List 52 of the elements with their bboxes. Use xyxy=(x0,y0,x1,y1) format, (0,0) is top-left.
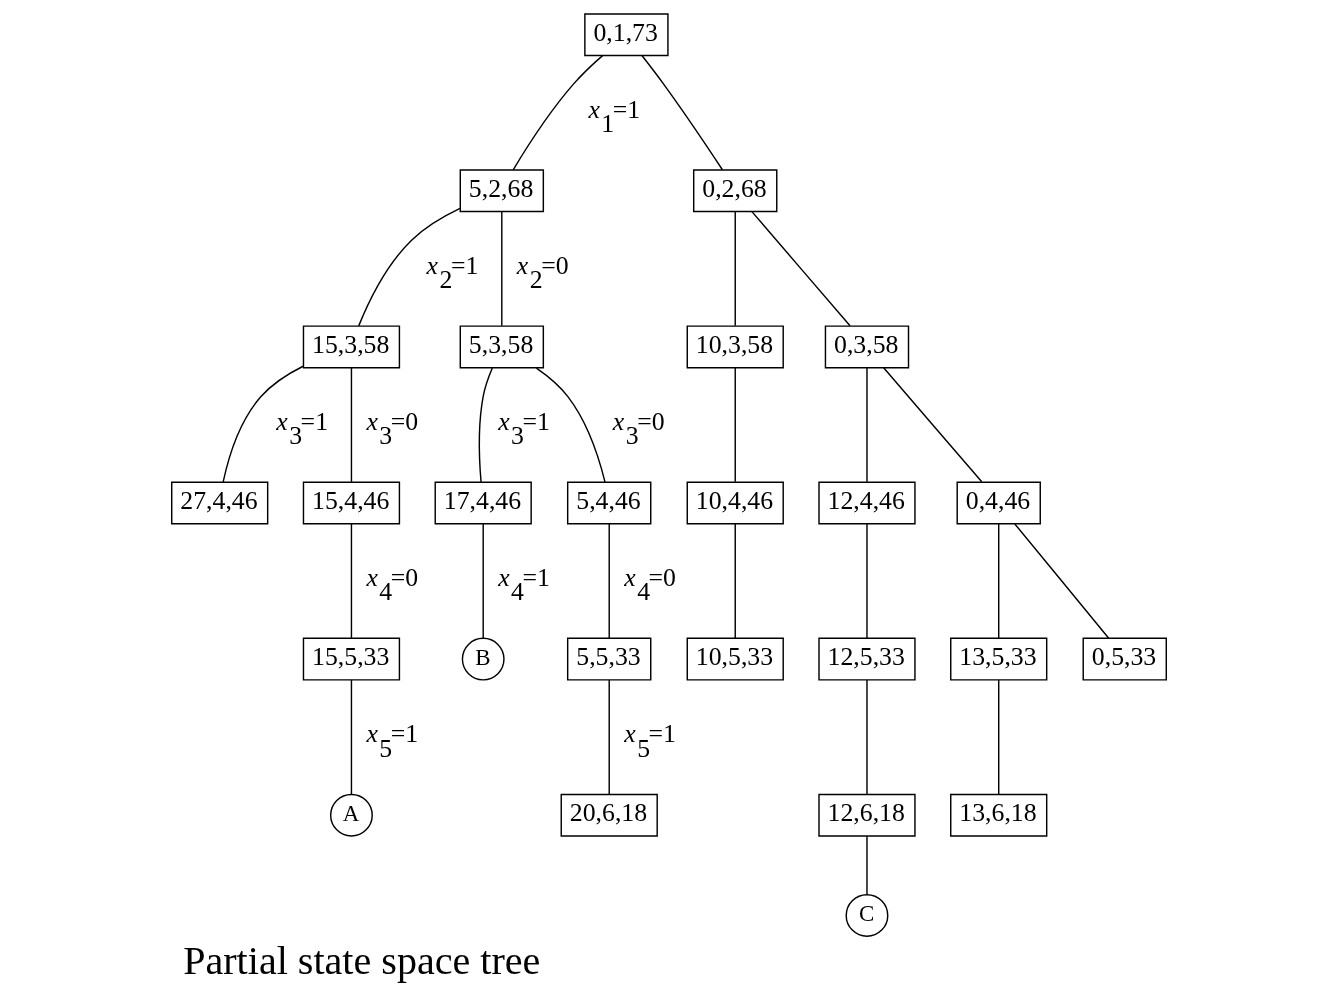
node-circle: C xyxy=(845,893,888,937)
node-box: 5,5,33 xyxy=(566,637,651,681)
connector xyxy=(512,54,603,171)
connector xyxy=(734,523,736,639)
node-box: 0,1,73 xyxy=(583,13,669,57)
node-box: 15,3,58 xyxy=(302,325,400,369)
node-box: 10,5,33 xyxy=(686,637,784,681)
connector xyxy=(882,367,982,483)
connector xyxy=(997,679,999,795)
connector xyxy=(734,210,736,327)
connector xyxy=(865,523,868,639)
caption: Partial state space tree xyxy=(182,937,540,983)
node-box: 15,4,46 xyxy=(302,481,400,525)
connector xyxy=(865,835,868,896)
connector xyxy=(221,365,304,483)
node-circle: A xyxy=(329,793,373,837)
connector xyxy=(350,367,352,483)
connector xyxy=(734,367,736,483)
connector xyxy=(608,523,610,639)
node-box: 12,6,18 xyxy=(817,793,916,837)
node-box: 15,5,33 xyxy=(302,637,400,681)
node-box: 12,5,33 xyxy=(817,637,916,681)
node-box: 10,3,58 xyxy=(686,325,784,369)
node-box: 27,4,46 xyxy=(170,481,268,525)
connector xyxy=(478,367,493,483)
node-box: 20,6,18 xyxy=(560,793,658,837)
connector xyxy=(357,207,461,327)
node-box: 0,2,68 xyxy=(692,169,777,213)
node-box: 5,3,58 xyxy=(459,325,544,369)
connector xyxy=(608,679,610,795)
connector xyxy=(500,210,503,327)
node-box: 0,5,33 xyxy=(1082,637,1167,681)
node-box: 5,2,68 xyxy=(459,169,544,213)
node-box: 5,4,46 xyxy=(566,481,651,525)
connector xyxy=(1013,523,1109,639)
node-box: 12,4,46 xyxy=(817,481,916,525)
connector xyxy=(640,54,723,171)
node-box: 17,4,46 xyxy=(434,481,532,525)
connector xyxy=(997,523,999,639)
connector xyxy=(535,367,606,483)
connector xyxy=(350,523,352,639)
connector xyxy=(481,523,484,639)
node-box: 13,6,18 xyxy=(949,793,1047,837)
node-box: 0,4,46 xyxy=(956,481,1041,525)
node-circle: B xyxy=(461,637,505,681)
connector xyxy=(750,210,851,327)
node-box: 10,4,46 xyxy=(686,481,784,525)
node-box: 0,3,58 xyxy=(824,325,909,369)
connector xyxy=(865,367,868,483)
node-box: 13,5,33 xyxy=(949,637,1047,681)
connector xyxy=(865,679,868,795)
connector xyxy=(350,679,352,795)
